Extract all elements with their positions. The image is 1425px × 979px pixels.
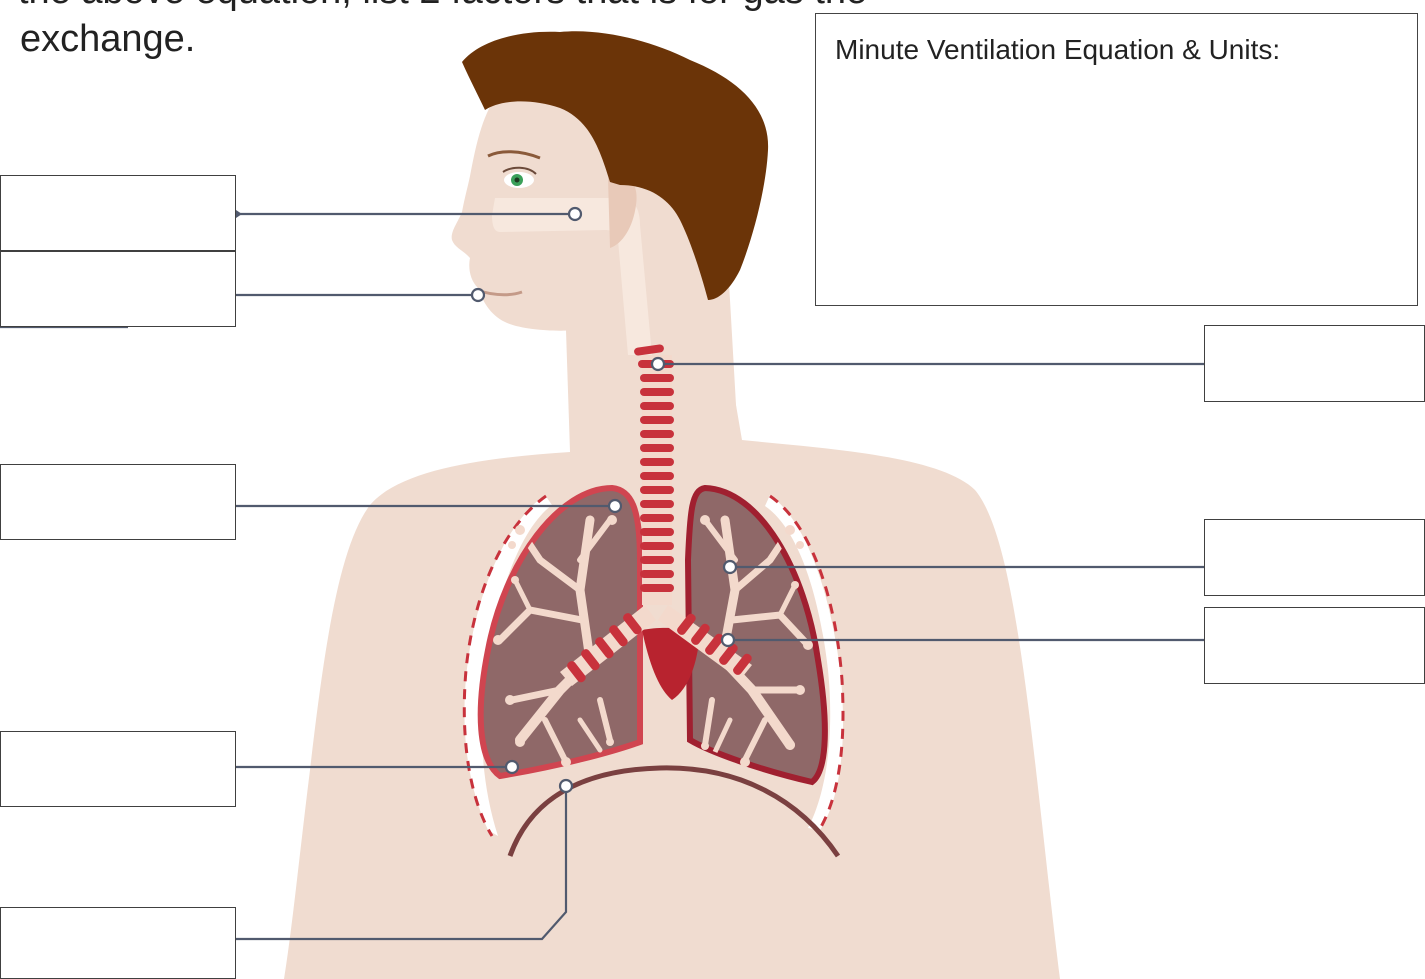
- label-box-lung[interactable]: [1204, 519, 1425, 596]
- label-box-diaphragm[interactable]: [0, 907, 236, 979]
- label-box-trachea[interactable]: [1204, 325, 1425, 402]
- label-box-mouth[interactable]: [0, 251, 236, 327]
- cut-off-instruction: the above equation, list 2 factors that …: [18, 0, 867, 13]
- label-box-bronchi[interactable]: [1204, 607, 1425, 684]
- label-box-bronchioles[interactable]: [0, 464, 236, 540]
- instruction-text: exchange.: [20, 18, 195, 61]
- label-box-nasal-cavity[interactable]: [0, 175, 236, 251]
- label-box-alveoli[interactable]: [0, 731, 236, 807]
- minute-ventilation-equation-box[interactable]: Minute Ventilation Equation & Units:: [815, 13, 1418, 306]
- equation-box-title: Minute Ventilation Equation & Units:: [835, 34, 1280, 66]
